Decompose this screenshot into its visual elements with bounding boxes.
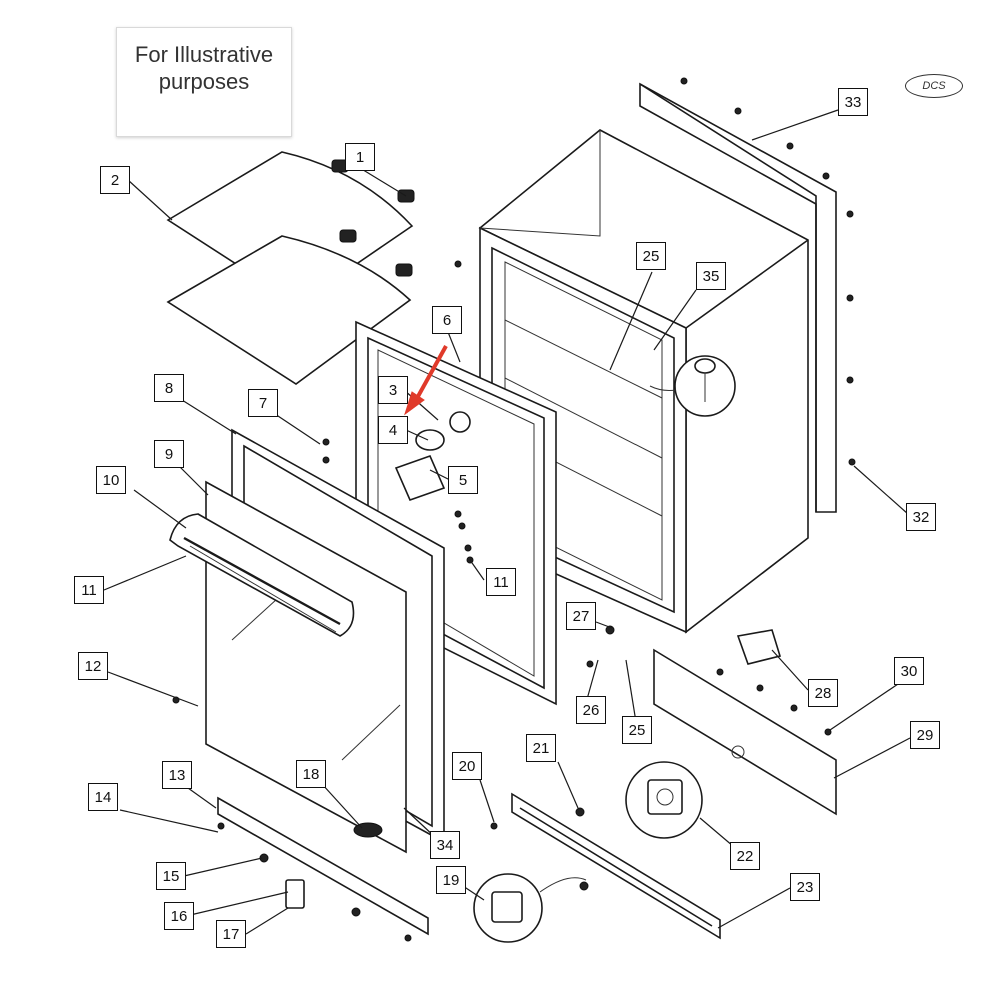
callout-13: 13 xyxy=(162,761,192,789)
bulb-detail xyxy=(649,355,736,417)
illustrative-note-text: For Illustrative purposes xyxy=(134,42,274,94)
callout-25-bottom: 25 xyxy=(622,716,652,744)
callout-6: 6 xyxy=(432,306,462,334)
callout-5: 5 xyxy=(448,466,478,494)
lower-back-panel xyxy=(653,648,837,816)
bracket-part xyxy=(736,629,782,665)
light-socket-detail xyxy=(473,873,587,943)
brand-logo: DCS xyxy=(905,74,963,98)
callout-14: 14 xyxy=(88,783,118,811)
callout-25-top: 25 xyxy=(636,242,666,270)
light-housing xyxy=(394,411,471,502)
callout-23: 23 xyxy=(790,873,820,901)
callout-28: 28 xyxy=(808,679,838,707)
callout-35: 35 xyxy=(696,262,726,290)
callout-2: 2 xyxy=(100,166,130,194)
callout-27: 27 xyxy=(566,602,596,630)
door-handle xyxy=(169,513,355,637)
callout-26: 26 xyxy=(576,696,606,724)
callout-34: 34 xyxy=(430,831,460,859)
door-bottom-trim xyxy=(217,796,429,942)
callout-8: 8 xyxy=(154,374,184,402)
callout-9: 9 xyxy=(154,440,184,468)
illustrative-note: For Illustrative purposes xyxy=(116,27,292,137)
lock-cylinder xyxy=(353,822,383,838)
callout-7: 7 xyxy=(248,389,278,417)
rear-panel xyxy=(639,82,837,513)
callout-19: 19 xyxy=(436,866,466,894)
callout-12: 12 xyxy=(78,652,108,680)
callout-10: 10 xyxy=(96,466,126,494)
callout-20: 20 xyxy=(452,752,482,780)
front-grille xyxy=(511,792,721,940)
thermostat-detail xyxy=(625,761,703,839)
screws xyxy=(172,77,856,891)
callout-17: 17 xyxy=(216,920,246,948)
leader-lines xyxy=(103,109,911,935)
callout-22: 22 xyxy=(730,842,760,870)
callout-21: 21 xyxy=(526,734,556,762)
callout-3: 3 xyxy=(378,376,408,404)
red-pointer-arrow xyxy=(404,345,448,416)
callout-11-screws: 11 xyxy=(486,568,516,596)
callout-15: 15 xyxy=(156,862,186,890)
callout-18: 18 xyxy=(296,760,326,788)
glass-shelves xyxy=(166,151,415,385)
callout-4: 4 xyxy=(378,416,408,444)
callout-32: 32 xyxy=(906,503,936,531)
callout-1: 1 xyxy=(345,143,375,171)
callout-16: 16 xyxy=(164,902,194,930)
hinge-part xyxy=(285,879,305,909)
callout-30: 30 xyxy=(894,657,924,685)
callout-11-handle: 11 xyxy=(74,576,104,604)
callout-33: 33 xyxy=(838,88,868,116)
callout-29: 29 xyxy=(910,721,940,749)
